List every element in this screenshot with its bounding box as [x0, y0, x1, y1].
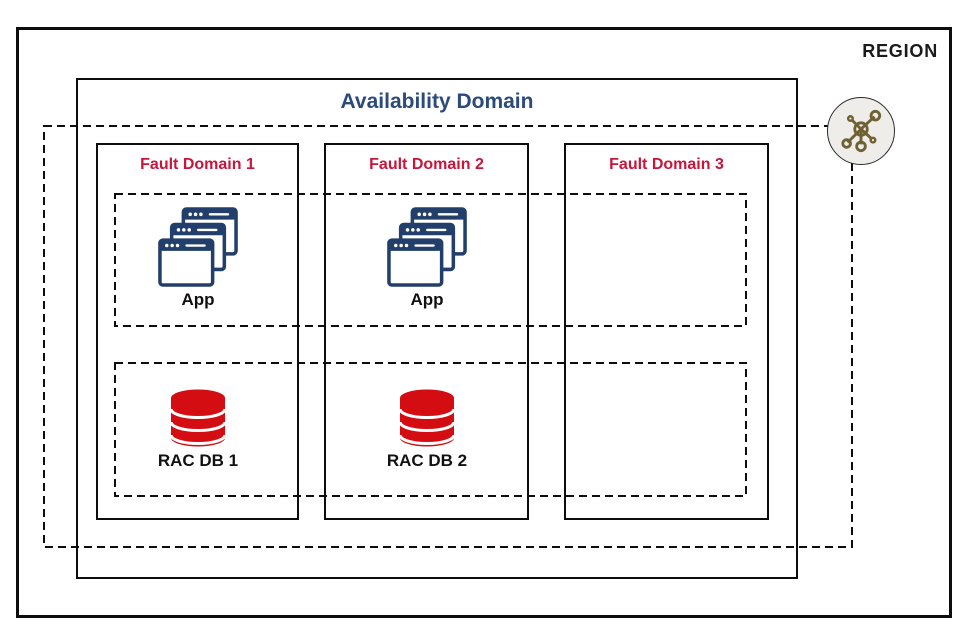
- db-instance-fd2-label: RAC DB 2: [386, 451, 468, 470]
- database-cylinder-icon: [169, 389, 227, 447]
- db-instance-fd1: RAC DB 1: [138, 388, 258, 471]
- availability-domain-title: Availability Domain: [340, 90, 534, 113]
- database-cylinder-icon: [398, 389, 456, 447]
- app-instance-fd2-label: App: [410, 290, 444, 309]
- app-instance-fd1: App: [155, 207, 241, 310]
- app-instance-fd1-label: App: [181, 290, 215, 309]
- region-label: REGION: [862, 41, 938, 61]
- app-instance-fd2: App: [384, 207, 470, 310]
- fault-domain-1-label: Fault Domain 1: [140, 156, 255, 173]
- fault-domain-2-label: Fault Domain 2: [369, 156, 484, 173]
- fault-domain-1-box: Fault Domain 1: [96, 143, 299, 520]
- fault-domain-3-label: Fault Domain 3: [609, 156, 724, 173]
- fault-domain-3-box: Fault Domain 3: [564, 143, 769, 520]
- fault-domain-2-box: Fault Domain 2: [324, 143, 529, 520]
- db-instance-fd1-label: RAC DB 1: [157, 451, 239, 470]
- app-windows-icon: [158, 207, 238, 287]
- db-instance-fd2: RAC DB 2: [367, 388, 487, 471]
- app-windows-icon: [387, 207, 467, 287]
- region-box: REGION: [16, 27, 952, 618]
- network-hub-icon: [841, 109, 882, 153]
- network-hub-badge: [827, 97, 895, 165]
